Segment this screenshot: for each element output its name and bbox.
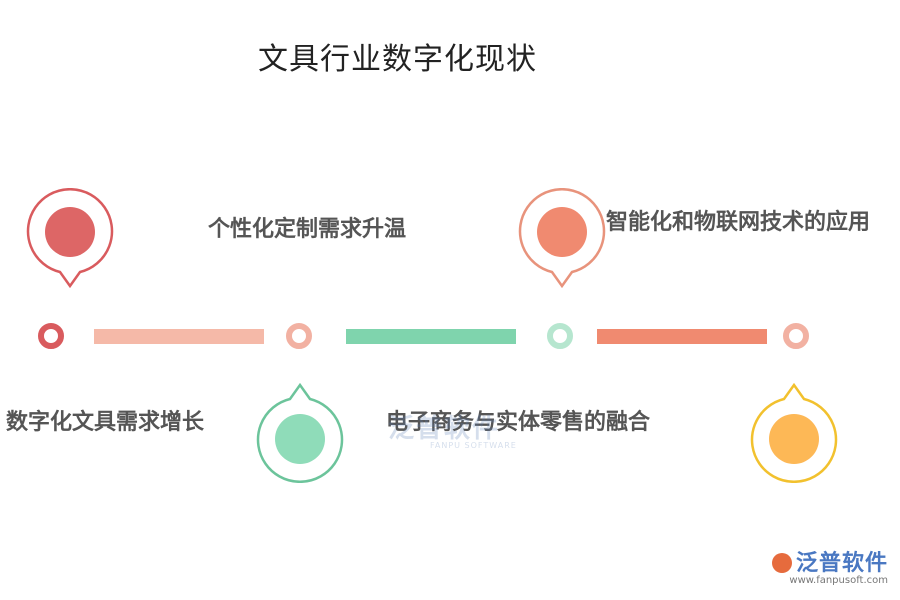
pin-marker-1	[24, 188, 116, 288]
timeline-node-2	[286, 323, 312, 349]
item-label-2: 个性化定制需求升温	[208, 216, 407, 242]
connector-1	[94, 329, 264, 344]
watermark: 泛普软件 FANPU SOFTWARE	[388, 408, 517, 450]
watermark-subtext: FANPU SOFTWARE	[430, 441, 517, 450]
brand-name: 泛普软件	[795, 551, 888, 576]
page-title: 文具行业数字化现状	[258, 42, 537, 77]
item-label-3: 电子商务与实体零售的融合	[386, 409, 651, 435]
connector-3	[597, 329, 767, 344]
brand-url: www.fanpusoft.com	[789, 575, 888, 586]
item-label-1: 数字化文具需求增长	[6, 409, 205, 435]
pin-marker-3	[254, 383, 346, 483]
timeline-node-4	[783, 323, 809, 349]
brand-logo: 泛普软件 www.fanpusoft.com	[771, 545, 888, 586]
watermark-text: 泛普软件	[388, 414, 501, 444]
pin-marker-2	[516, 188, 608, 288]
timeline-node-1	[38, 323, 64, 349]
timeline-node-3	[547, 323, 573, 349]
pin-marker-4	[748, 383, 840, 483]
brand-logo-icon	[771, 553, 792, 573]
item-label-4: 智能化和物联网技术的应用	[606, 209, 871, 235]
connector-2	[346, 329, 516, 344]
